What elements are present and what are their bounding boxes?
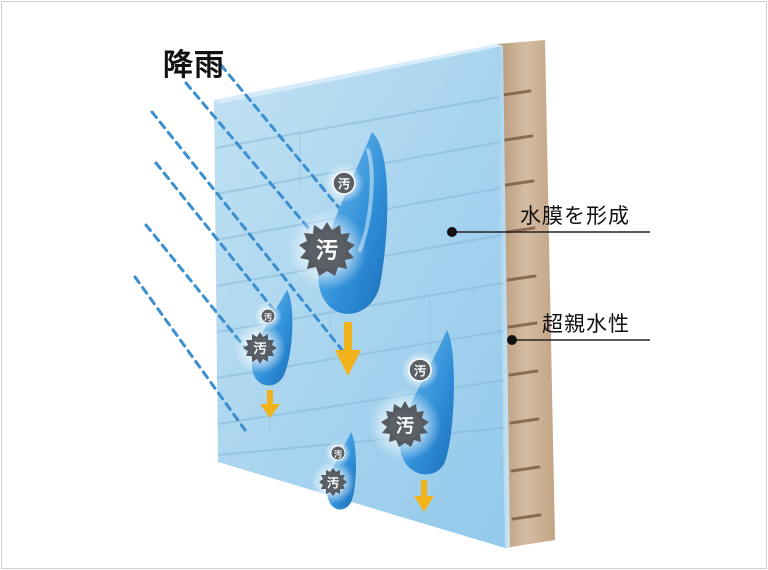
dirt-particle-icon: 汚 xyxy=(401,351,439,389)
diagram-title: 降雨 xyxy=(163,48,225,83)
dirt-particle-icon: 汚 xyxy=(324,163,364,203)
dirt-particle-icon: 汚 xyxy=(234,322,286,374)
super-hydrophilic-label: 超親水性 xyxy=(542,312,630,336)
dirt-label: 汚 xyxy=(316,239,338,264)
dirt-particle-icon: 汚 xyxy=(325,440,351,466)
wall-substrate xyxy=(497,40,555,548)
callout-super-hydrophilic xyxy=(507,335,650,345)
dirt-label: 汚 xyxy=(414,363,426,378)
dirt-particle-icon: 汚 xyxy=(311,460,355,504)
dirt-label: 汚 xyxy=(327,475,339,490)
dirt-label: 汚 xyxy=(396,416,414,437)
dirt-particle-icon: 汚 xyxy=(369,389,441,461)
dirt-particle-icon: 汚 xyxy=(287,210,367,290)
callout-water-film xyxy=(447,227,650,237)
dirt-label: 汚 xyxy=(264,312,272,322)
down-arrow-icon xyxy=(335,322,361,376)
down-arrow-icon xyxy=(260,390,280,418)
dirt-label: 汚 xyxy=(334,449,342,459)
down-arrow-icon xyxy=(414,480,434,512)
dirt-label: 汚 xyxy=(253,341,266,357)
water-film-label: 水膜を形成 xyxy=(520,204,630,228)
dirt-label: 汚 xyxy=(338,176,350,191)
